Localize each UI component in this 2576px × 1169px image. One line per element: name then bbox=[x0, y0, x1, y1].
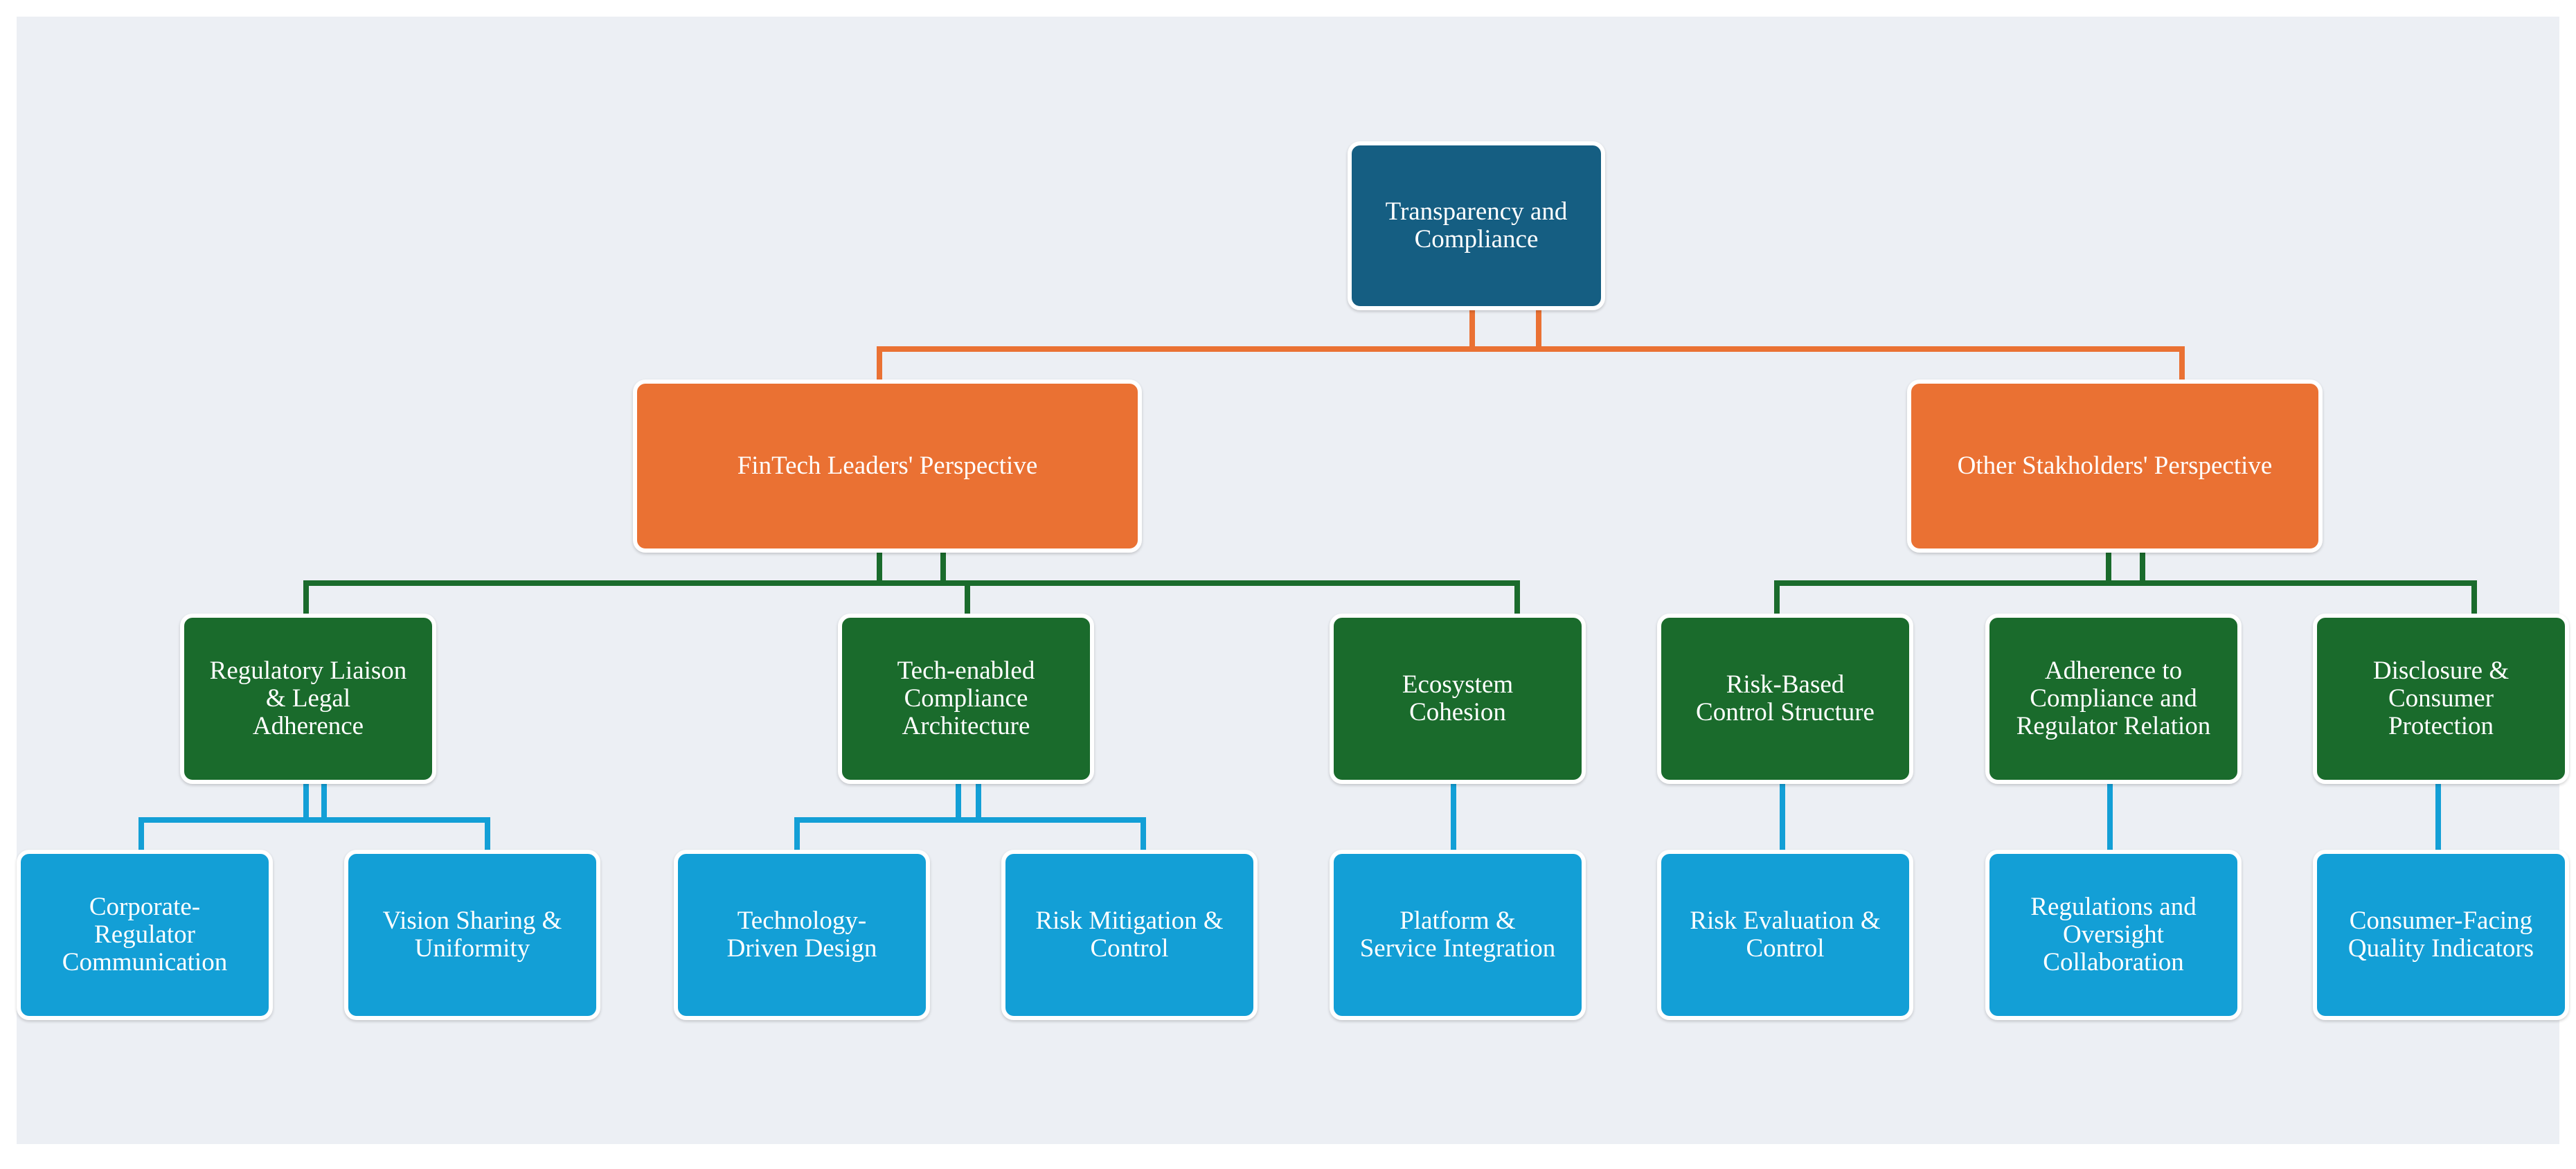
node-adherence-compliance: Adherence to Compliance and Regulator Re… bbox=[1985, 614, 2242, 784]
node-label: Risk-Based Control Structure bbox=[1696, 670, 1875, 726]
node-label: Risk Mitigation & Control bbox=[1035, 907, 1224, 963]
node-label: Tech-enabled Compliance Architecture bbox=[897, 657, 1035, 740]
node-label: FinTech Leaders' Perspective bbox=[737, 452, 1038, 481]
diagram-canvas: Transparency and Compliance FinTech Lead… bbox=[17, 17, 2569, 1144]
node-regulatory-liaison: Regulatory Liaison & Legal Adherence bbox=[180, 614, 436, 784]
node-label: Ecosystem Cohesion bbox=[1402, 670, 1514, 726]
node-consumer-facing: Consumer-Facing Quality Indicators bbox=[2313, 850, 2569, 1020]
connector-layer bbox=[138, 307, 2477, 854]
node-tech-enabled-compliance: Tech-enabled Compliance Architecture bbox=[838, 614, 1094, 784]
node-label: Technology- Driven Design bbox=[726, 907, 877, 963]
node-risk-evaluation: Risk Evaluation & Control bbox=[1657, 850, 1913, 1020]
node-risk-mitigation: Risk Mitigation & Control bbox=[1001, 850, 1258, 1020]
node-corporate-regulator: Corporate- Regulator Communication bbox=[17, 850, 273, 1020]
node-label: Other Stakholders' Perspective bbox=[1957, 452, 2273, 481]
node-other-stakeholders-perspective: Other Stakholders' Perspective bbox=[1907, 380, 2323, 553]
node-platform-service: Platform & Service Integration bbox=[1330, 850, 1586, 1020]
node-regulations-oversight: Regulations and Oversight Collaboration bbox=[1985, 850, 2242, 1020]
node-label: Vision Sharing & Uniformity bbox=[382, 907, 562, 963]
node-fintech-leaders-perspective: FinTech Leaders' Perspective bbox=[633, 380, 1142, 553]
node-label: Transparency and Compliance bbox=[1385, 197, 1568, 253]
node-label: Regulations and Oversight Collaboration bbox=[2030, 893, 2197, 976]
node-ecosystem-cohesion: Ecosystem Cohesion bbox=[1330, 614, 1586, 784]
node-label: Disclosure & Consumer Protection bbox=[2372, 657, 2510, 740]
node-risk-based-control: Risk-Based Control Structure bbox=[1657, 614, 1913, 784]
node-root: Transparency and Compliance bbox=[1348, 141, 1605, 310]
node-label: Regulatory Liaison & Legal Adherence bbox=[209, 657, 407, 740]
node-vision-sharing: Vision Sharing & Uniformity bbox=[344, 850, 600, 1020]
node-label: Adherence to Compliance and Regulator Re… bbox=[2016, 657, 2211, 740]
node-label: Platform & Service Integration bbox=[1359, 907, 1556, 963]
node-label: Consumer-Facing Quality Indicators bbox=[2347, 907, 2534, 963]
node-label: Risk Evaluation & Control bbox=[1690, 907, 1881, 963]
node-technology-driven-design: Technology- Driven Design bbox=[674, 850, 930, 1020]
node-disclosure-consumer: Disclosure & Consumer Protection bbox=[2313, 614, 2569, 784]
node-label: Corporate- Regulator Communication bbox=[62, 893, 228, 976]
